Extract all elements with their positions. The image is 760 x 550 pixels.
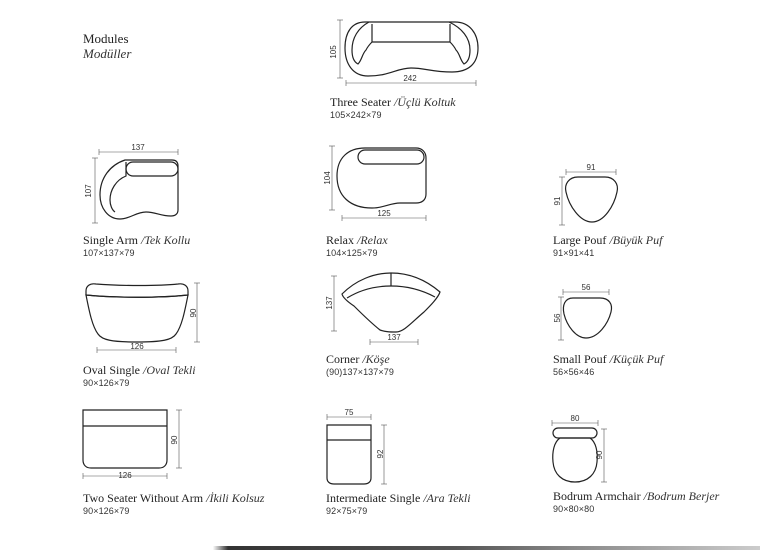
- two-seater-caption: Two Seater Without Arm /İkili Kolsuz 90×…: [83, 491, 264, 517]
- oval-single-dims: 90×126×79: [83, 378, 130, 388]
- corner-caption: Corner /Köşe (90)137×137×79: [326, 352, 394, 378]
- large-pouf-dims: 91×91×41: [553, 248, 595, 258]
- single-arm-dims: 107×137×79: [83, 248, 135, 258]
- two-seater-name: Two Seater Without Arm /İkili Kolsuz: [83, 491, 265, 505]
- relax-height-label: 104: [323, 171, 332, 185]
- three-seater-name: Three Seater /Üçlü Koltuk: [330, 95, 456, 109]
- bodrum-armchair-width-label: 80: [571, 414, 580, 423]
- single-arm-width-label: 137: [131, 143, 145, 152]
- intermediate-single-height-label: 92: [376, 449, 385, 458]
- corner-name: Corner /Köşe: [326, 352, 390, 366]
- small-pouf-dims: 56×56×46: [553, 367, 595, 377]
- bodrum-armchair-dims: 90×80×80: [553, 504, 595, 514]
- large-pouf-width-label: 91: [587, 163, 596, 172]
- single-arm-caption: Single Arm /Tek Kollu 107×137×79: [83, 233, 190, 259]
- page-header: Modules Modüller: [83, 31, 131, 61]
- two-seater-height-label: 90: [170, 435, 179, 444]
- two-seater-dims: 90×126×79: [83, 506, 130, 516]
- page-subtitle: Modüller: [83, 46, 132, 61]
- footer-bar: [0, 546, 760, 550]
- oval-single-caption: Oval Single /Oval Tekli 90×126×79: [83, 363, 196, 389]
- oval-single-height-label: 90: [189, 308, 198, 317]
- corner-height-label: 137: [325, 296, 334, 310]
- two-seater-width-label: 126: [118, 471, 132, 480]
- relax-name: Relax /Relax: [326, 233, 388, 247]
- large-pouf-caption: Large Pouf /Büyük Puf 91×91×41: [553, 233, 662, 259]
- three-seater-dims: 105×242×79: [330, 110, 382, 120]
- intermediate-single-name: Intermediate Single /Ara Tekli: [326, 491, 471, 505]
- three-seater-width-label: 242: [403, 74, 417, 83]
- intermediate-single-width-label: 75: [345, 408, 354, 417]
- large-pouf-height-label: 91: [553, 196, 562, 205]
- relax-dims: 104×125×79: [326, 248, 378, 258]
- bodrum-armchair-caption: Bodrum Armchair /Bodrum Berjer 90×80×80: [553, 489, 719, 515]
- small-pouf-name: Small Pouf /Küçük Puf: [553, 352, 664, 366]
- small-pouf-width-label: 56: [582, 283, 591, 292]
- oval-single-name: Oval Single /Oval Tekli: [83, 363, 196, 377]
- oval-single-width-label: 126: [130, 342, 144, 351]
- page-title: Modules: [83, 31, 129, 46]
- relax-width-label: 125: [377, 209, 391, 218]
- single-arm-height-label: 107: [84, 184, 93, 198]
- three-seater-height-label: 105: [329, 45, 338, 59]
- intermediate-single-dims: 92×75×79: [326, 506, 368, 516]
- small-pouf-caption: Small Pouf /Küçük Puf 56×56×46: [553, 352, 663, 378]
- relax-caption: Relax /Relax 104×125×79: [326, 233, 388, 259]
- three-seater-caption: Three Seater /Üçlü Koltuk 105×242×79: [330, 95, 456, 121]
- small-pouf-height-label: 56: [553, 313, 562, 322]
- corner-width-label: 137: [387, 333, 401, 342]
- bodrum-armchair-name: Bodrum Armchair /Bodrum Berjer: [553, 489, 720, 503]
- corner-dims: (90)137×137×79: [326, 367, 394, 377]
- intermediate-single-caption: Intermediate Single /Ara Tekli 92×75×79: [326, 491, 471, 517]
- single-arm-name: Single Arm /Tek Kollu: [83, 233, 191, 247]
- large-pouf-name: Large Pouf /Büyük Puf: [553, 233, 663, 247]
- bodrum-armchair-height-label: 90: [595, 450, 604, 459]
